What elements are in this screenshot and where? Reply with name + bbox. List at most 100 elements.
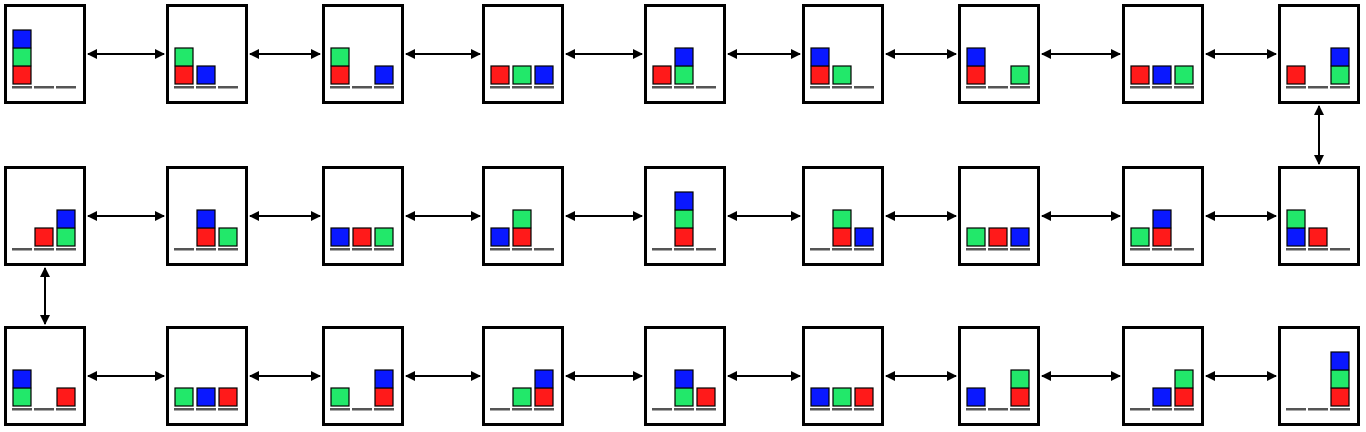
peg-base [512,408,532,411]
block-green [1174,369,1194,389]
peg-base [174,248,194,251]
peg-base [696,408,716,411]
peg-base [12,86,32,89]
peg-base [966,86,986,89]
block-green [832,65,852,85]
peg-base [352,408,372,411]
state-node [322,326,404,426]
block-green [674,209,694,229]
block-red [1130,65,1150,85]
state-node [1278,166,1360,266]
peg-base [1174,248,1194,251]
peg-base [1330,408,1350,411]
peg-base [810,248,830,251]
peg-base [534,248,554,251]
peg-base [490,86,510,89]
block-green [512,209,532,229]
block-green [1174,65,1194,85]
block-green [374,227,394,247]
block-blue [330,227,350,247]
peg-base [1152,86,1172,89]
block-blue [854,227,874,247]
peg-base [1152,408,1172,411]
state-node [958,4,1040,104]
block-blue [966,47,986,67]
peg-base [966,248,986,251]
state-node [1278,326,1360,426]
state-node [322,4,404,104]
peg-base [1174,86,1194,89]
block-red [1308,227,1328,247]
block-blue [1330,351,1350,371]
block-red [832,227,852,247]
block-blue [1010,227,1030,247]
block-green [1330,65,1350,85]
peg-base [1308,86,1328,89]
block-red [696,387,716,407]
block-green [1010,369,1030,389]
block-red [1010,387,1030,407]
peg-base [652,408,672,411]
block-red [810,65,830,85]
block-blue [674,191,694,211]
block-blue [1152,387,1172,407]
state-node [802,166,884,266]
state-node [1122,4,1204,104]
peg-base [1286,248,1306,251]
peg-base [988,248,1008,251]
peg-base [196,248,216,251]
peg-base [374,408,394,411]
block-green [512,387,532,407]
peg-base [696,248,716,251]
block-blue [1152,209,1172,229]
block-blue [810,387,830,407]
peg-base [1308,248,1328,251]
block-blue [1330,47,1350,67]
peg-base [490,408,510,411]
block-red [1286,65,1306,85]
peg-base [988,86,1008,89]
peg-base [832,248,852,251]
block-blue [12,369,32,389]
state-node [644,166,726,266]
peg-base [1174,408,1194,411]
peg-base [56,408,76,411]
block-green [174,387,194,407]
peg-base [534,86,554,89]
state-node [482,4,564,104]
transition-arrows [40,49,1324,381]
block-blue [56,209,76,229]
peg-base [1308,408,1328,411]
block-green [512,65,532,85]
block-blue [534,65,554,85]
peg-base [218,86,238,89]
block-green [674,387,694,407]
peg-base [854,86,874,89]
peg-base [1330,86,1350,89]
state-node [482,326,564,426]
block-red [352,227,372,247]
block-green [832,387,852,407]
block-red [534,387,554,407]
block-red [512,227,532,247]
peg-base [174,86,194,89]
block-red [196,227,216,247]
state-node [1122,166,1204,266]
peg-base [374,248,394,251]
block-red [174,65,194,85]
block-red [218,387,238,407]
block-red [966,65,986,85]
state-node [4,166,86,266]
block-green [330,387,350,407]
block-blue [374,369,394,389]
state-node [958,326,1040,426]
peg-base [512,248,532,251]
block-blue [374,65,394,85]
block-green [832,209,852,229]
block-green [330,47,350,67]
state-nodes [4,4,1360,426]
block-blue [674,369,694,389]
peg-base [832,408,852,411]
peg-base [674,86,694,89]
